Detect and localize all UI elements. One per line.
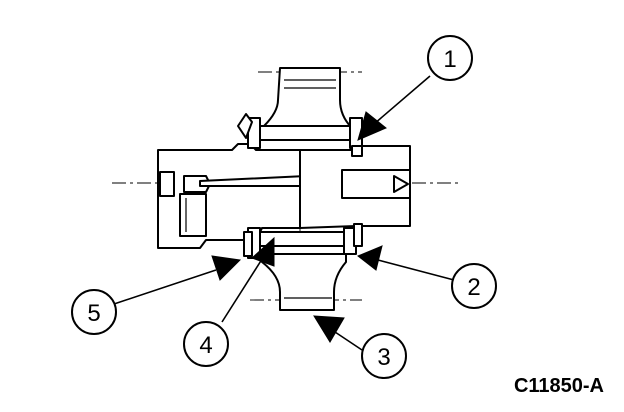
- callout-4-label: 4: [199, 332, 212, 359]
- callout-2-label: 2: [467, 274, 480, 301]
- callout-3-label: 3: [377, 344, 390, 371]
- right-yoke-body: [299, 145, 411, 229]
- callout-1-label: 1: [443, 46, 456, 73]
- callout-3: 3: [313, 315, 407, 379]
- figure-code: C11850-A: [514, 375, 604, 397]
- callout-2: 2: [357, 245, 497, 309]
- left-yoke-body: [157, 143, 311, 249]
- callout-5: 5: [71, 255, 242, 335]
- callout-5-label: 5: [87, 300, 100, 327]
- callout-4: 4: [183, 236, 275, 367]
- bottom-bearing-cup: [243, 223, 363, 259]
- top-bearing-cup: [237, 113, 363, 157]
- bottom-yoke: [261, 253, 347, 311]
- callout-1: 1: [357, 35, 473, 141]
